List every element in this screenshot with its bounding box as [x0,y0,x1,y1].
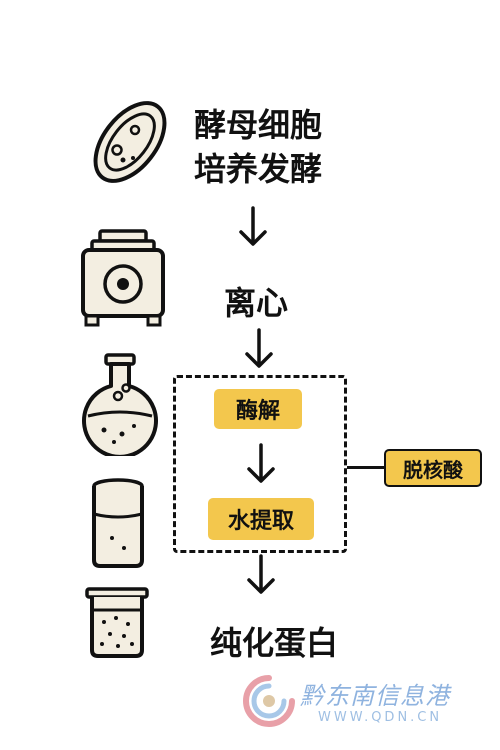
test-tube-icon [90,478,146,570]
arrow-down-1 [239,206,267,246]
flask-icon [78,352,162,456]
centrifuge-icon [80,228,166,330]
connector-line [347,466,385,469]
step-culture-line1: 酵母细胞 [194,106,323,144]
yeast-cell-icon [85,92,175,192]
watermark-url: WWW.QDN.CN [318,710,443,725]
arrow-down-3 [247,443,275,483]
tag-enzymolysis: 酶解 [214,389,302,429]
arrow-down-2 [245,328,273,368]
beaker-icon [84,586,150,660]
tag-water-extract: 水提取 [208,498,314,540]
nucleic-acid-removal-box [173,375,347,553]
arrow-down-4 [247,554,275,594]
step-culture-line2: 培养发酵 [194,150,323,188]
badge-nucleic-acid-removal: 脱核酸 [384,449,482,487]
watermark-name: 黔东南信息港 [300,682,450,710]
step-centrifuge: 离心 [224,284,289,322]
step-product: 纯化蛋白 [210,624,339,662]
watermark-logo-icon [240,672,298,734]
